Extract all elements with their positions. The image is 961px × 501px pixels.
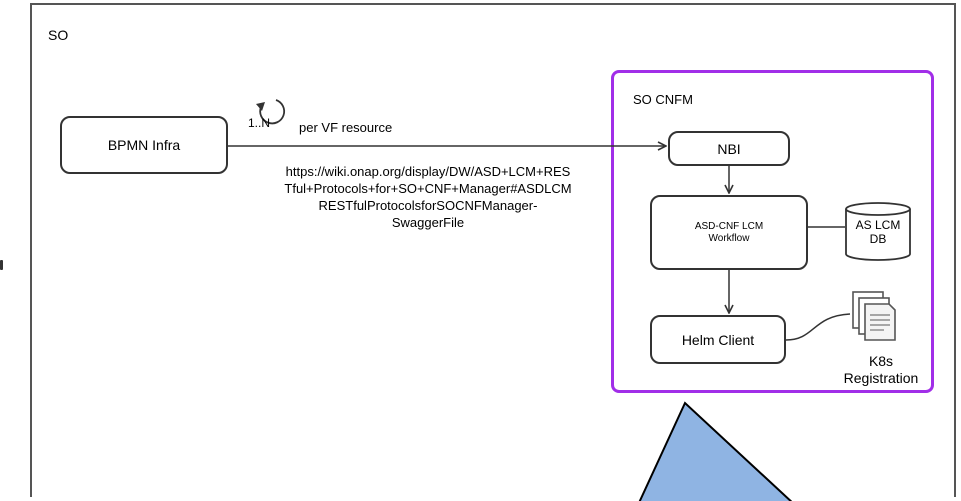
edge-marker bbox=[0, 260, 3, 270]
bpmn-infra-node: BPMN Infra bbox=[60, 116, 228, 174]
database-icon bbox=[845, 202, 911, 261]
k8s-label-line-2: Registration bbox=[843, 370, 919, 386]
nbi-node: NBI bbox=[668, 131, 790, 166]
helm-to-k8s-connector bbox=[785, 313, 851, 341]
so-cnfm-container bbox=[611, 70, 934, 393]
asd-cnf-lcm-workflow-node: ASD-CNF LCM Workflow bbox=[650, 195, 808, 270]
db-label-line-2: DB bbox=[869, 232, 887, 246]
document-stack-icon bbox=[852, 291, 896, 341]
k8s-label-line-1: K8s bbox=[868, 353, 894, 369]
k8s-registration-label: K8s Registration bbox=[826, 353, 936, 387]
callout-triangle bbox=[638, 401, 793, 501]
url-line-4: SwaggerFile bbox=[391, 215, 465, 230]
per-vf-resource-label: per VF resource bbox=[299, 120, 393, 135]
so-cnfm-label: SO CNFM bbox=[633, 92, 693, 107]
loop-count-label: 1..N bbox=[248, 116, 271, 130]
url-line-3: RESTfulProtocolsforSOCNFManager- bbox=[318, 198, 538, 213]
asd-label-line-1: ASD-CNF LCM bbox=[694, 220, 764, 232]
asd-label-line-2: Workflow bbox=[708, 232, 750, 244]
as-lcm-db-label: AS LCM DB bbox=[846, 218, 910, 246]
url-line-1: https://wiki.onap.org/display/DW/ASD+LCM… bbox=[285, 164, 571, 179]
so-frame bbox=[30, 3, 956, 497]
bpmn-infra-label: BPMN Infra bbox=[107, 137, 181, 153]
url-line-2: Tful+Protocols+for+SO+CNF+Manager#ASDLCM bbox=[284, 181, 572, 196]
so-label: SO bbox=[48, 27, 69, 43]
swagger-url-text: https://wiki.onap.org/display/DW/ASD+LCM… bbox=[250, 163, 606, 231]
nbi-label: NBI bbox=[717, 140, 741, 157]
helm-client-label: Helm Client bbox=[681, 331, 755, 348]
db-label-line-1: AS LCM bbox=[855, 218, 901, 232]
helm-client-node: Helm Client bbox=[650, 315, 786, 364]
loop-icon bbox=[256, 99, 286, 125]
